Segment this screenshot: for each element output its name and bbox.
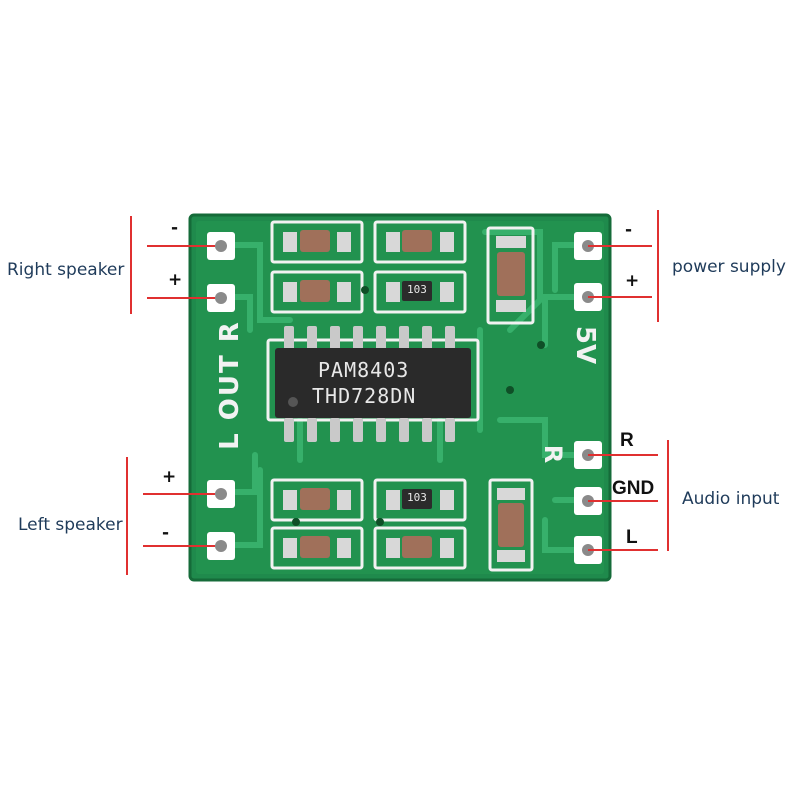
chip-pin bbox=[399, 418, 409, 442]
chip-pin bbox=[376, 326, 386, 350]
audio-input-l-label: L bbox=[626, 527, 638, 548]
chip-pin bbox=[399, 326, 409, 350]
chip-pin bbox=[422, 418, 432, 442]
capacitor bbox=[300, 230, 330, 252]
chip-pin bbox=[445, 326, 455, 350]
right-speaker-label: Right speaker bbox=[7, 260, 125, 280]
left-speaker-plus-sign: + bbox=[162, 467, 177, 487]
right-speaker-plus-sign: + bbox=[168, 270, 183, 290]
chip-pin bbox=[353, 418, 363, 442]
audio-input-gnd-label: GND bbox=[612, 478, 655, 499]
chip-pin bbox=[422, 326, 432, 350]
capacitor bbox=[300, 536, 330, 558]
vias bbox=[292, 286, 545, 526]
chip-pin bbox=[330, 326, 340, 350]
power-plus-sign: + bbox=[625, 271, 640, 291]
chip-pin bbox=[445, 418, 455, 442]
chip-pins bbox=[284, 326, 455, 442]
right-speaker-minus-sign: - bbox=[171, 218, 179, 238]
audio-input-r-label: R bbox=[620, 430, 634, 451]
chip-pin bbox=[307, 418, 317, 442]
chip-pin bbox=[307, 326, 317, 350]
left-connector-pads bbox=[207, 232, 235, 560]
capacitor bbox=[300, 488, 330, 510]
resistor bbox=[402, 281, 432, 301]
resistor-code-bottom: 103 bbox=[407, 491, 427, 504]
power-supply-label: power supply bbox=[672, 257, 786, 277]
chip-dot bbox=[288, 397, 298, 407]
chip-pin bbox=[284, 326, 294, 350]
chip-pin bbox=[330, 418, 340, 442]
resistor-code-top: 103 bbox=[407, 283, 427, 296]
chip-pin bbox=[376, 418, 386, 442]
resistor bbox=[402, 489, 432, 509]
smd-components bbox=[283, 230, 526, 562]
left-speaker-minus-sign: - bbox=[162, 523, 170, 543]
chip-marking-line2: THD728DN bbox=[312, 384, 417, 408]
capacitor-vertical bbox=[497, 252, 525, 296]
capacitor bbox=[300, 280, 330, 302]
capacitor bbox=[402, 536, 432, 558]
chip-pin bbox=[353, 326, 363, 350]
ic-chip bbox=[275, 348, 471, 418]
capacitor bbox=[402, 230, 432, 252]
silkscreen-outlines bbox=[266, 220, 535, 572]
capacitor-vertical bbox=[498, 503, 524, 547]
chip-pin bbox=[284, 418, 294, 442]
audio-input-label: Audio input bbox=[682, 489, 780, 509]
power-minus-sign: - bbox=[625, 220, 633, 240]
chip-marking-line1: PAM8403 bbox=[318, 358, 410, 382]
left-speaker-label: Left speaker bbox=[18, 515, 123, 535]
